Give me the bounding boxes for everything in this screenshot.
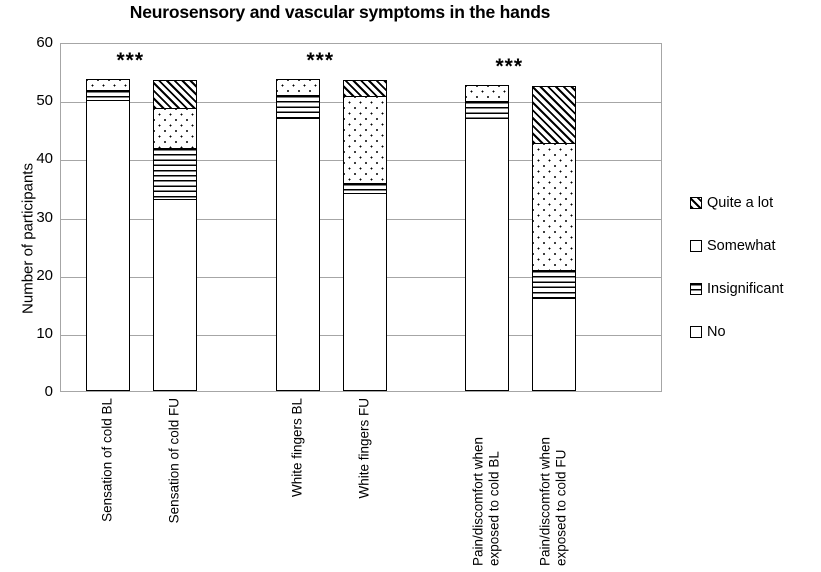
significance-marker-2: *** xyxy=(495,54,524,78)
legend-label-no: No xyxy=(707,324,726,340)
legend-swatch-somewhat-icon xyxy=(690,240,702,252)
bar-segment xyxy=(532,85,576,144)
x-label-3: White fingers FU xyxy=(356,398,372,499)
significance-marker-1: *** xyxy=(306,48,335,72)
y-tick-30: 30 xyxy=(36,208,53,226)
legend-label-somewhat: Somewhat xyxy=(707,238,776,254)
bar-segment xyxy=(465,84,509,103)
bar-segment xyxy=(532,269,576,299)
bar-segment xyxy=(276,95,320,119)
x-label-line: exposed to cold BL xyxy=(486,451,501,566)
y-tick-50: 50 xyxy=(36,92,53,110)
bar-segment xyxy=(276,117,320,391)
bar-segment xyxy=(343,79,387,98)
x-label-line: Pain/discomfort when xyxy=(470,436,486,566)
x-label-1: Sensation of cold FU xyxy=(166,398,182,523)
bar-segment xyxy=(343,193,387,391)
x-label-line: Pain/discomfort when xyxy=(537,436,553,566)
bar-segment xyxy=(153,199,197,391)
bar-segment xyxy=(343,96,387,184)
chart-title: Neurosensory and vascular symptoms in th… xyxy=(129,2,551,22)
x-label-wrap-2: White fingers BL xyxy=(268,398,326,570)
x-label-line: White fingers BL xyxy=(289,398,305,498)
x-label-line: exposed to cold FU xyxy=(553,449,568,566)
legend-swatch-no-icon xyxy=(690,326,702,338)
bar-segment xyxy=(153,108,197,149)
x-label-line: Sensation of cold BL xyxy=(99,398,115,522)
bar-segment xyxy=(532,142,576,271)
bar-segment xyxy=(465,117,509,391)
significance-marker-0: *** xyxy=(116,48,145,72)
y-tick-40: 40 xyxy=(36,150,53,168)
y-tick-10: 10 xyxy=(36,324,53,342)
bar-4[interactable] xyxy=(465,84,509,391)
legend: Quite a lot Somewhat Insignificant No xyxy=(690,195,816,368)
x-label-wrap-3: White fingers FU xyxy=(335,398,393,570)
x-label-line: Sensation of cold FU xyxy=(166,398,182,524)
bar-segment xyxy=(86,100,130,391)
bar-3[interactable] xyxy=(343,79,387,391)
legend-item-quite-a-lot[interactable]: Quite a lot xyxy=(690,195,816,211)
y-axis-title-wrap: Number of participants xyxy=(10,80,37,320)
legend-label-insignificant: Insignificant xyxy=(707,281,784,297)
y-tick-20: 20 xyxy=(36,266,53,284)
legend-item-somewhat[interactable]: Somewhat xyxy=(690,238,816,254)
y-tick-0: 0 xyxy=(44,383,53,400)
bar-segment xyxy=(532,297,576,391)
bar-segment xyxy=(276,78,320,97)
x-label-wrap-1: Sensation of cold FU xyxy=(145,398,203,570)
bar-0[interactable] xyxy=(86,78,130,391)
legend-swatch-quite-a-lot-icon xyxy=(690,197,702,209)
bar-segment xyxy=(153,79,197,110)
x-label-2: White fingers BL xyxy=(289,398,305,497)
bar-5[interactable] xyxy=(532,85,576,391)
bar-segment xyxy=(153,147,197,201)
legend-item-insignificant[interactable]: Insignificant xyxy=(690,281,816,297)
bar-segment xyxy=(465,101,509,119)
bar-1[interactable] xyxy=(153,79,197,391)
x-label-line: White fingers FU xyxy=(356,398,372,499)
y-tick-60: 60 xyxy=(36,34,53,51)
x-label-0: Sensation of cold BL xyxy=(99,398,115,522)
plot-area xyxy=(60,43,662,392)
legend-item-no[interactable]: No xyxy=(690,324,816,340)
legend-label-quite-a-lot: Quite a lot xyxy=(707,195,774,211)
bar-2[interactable] xyxy=(276,78,320,391)
legend-swatch-insignificant-icon xyxy=(690,283,702,295)
x-label-wrap-0: Sensation of cold BL xyxy=(78,398,136,570)
